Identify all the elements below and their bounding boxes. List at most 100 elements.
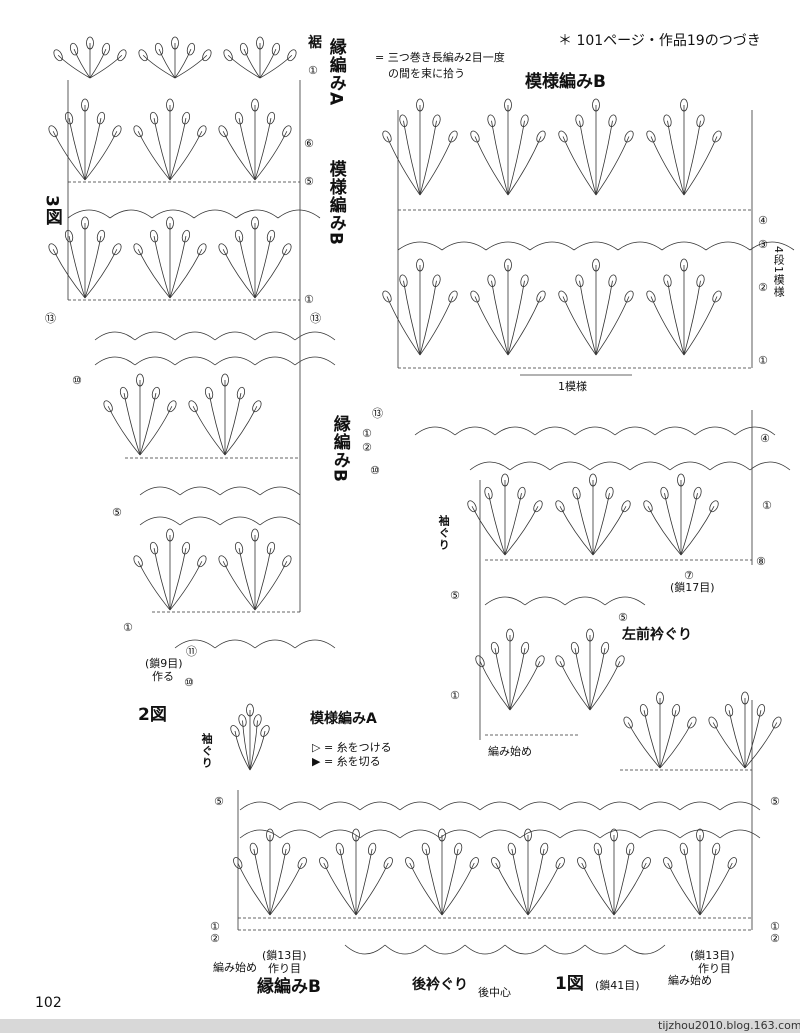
label-kusari17: (鎖17目) [670,581,715,594]
stitch-stroke [249,720,258,771]
stitch-loop [149,111,159,125]
shell-fan-motif [133,528,207,611]
chain-arc [259,516,301,526]
stitch-loop [696,274,705,288]
stitch-stroke [509,648,526,711]
stitch-stroke [699,862,733,916]
stitch-loop [624,290,634,303]
shell-fan-motif [319,828,393,916]
stitch-loop [641,857,651,869]
stitch-loop [181,229,191,243]
shell-fan-motif [223,36,297,79]
stitch-loop [501,473,509,487]
stitch-loop [48,125,58,138]
stitch-loop [475,655,485,668]
stitch-loop [623,716,633,729]
row-mark-1i: ① [770,920,780,933]
stitch-loop [166,98,174,112]
chain-arc [669,461,711,471]
stitch-loop [520,274,529,288]
shell-fan-motif [230,703,270,771]
stitch-stroke [355,862,389,916]
chain-arc [439,801,481,811]
row-mark-1d: ① [758,354,768,367]
chain-arc [399,801,441,811]
stitch-loop [570,641,580,655]
stitch-stroke [659,710,677,769]
stitch-stroke [419,136,454,196]
stitch-stroke [254,249,288,299]
shell-fan-motif [138,36,212,79]
stitch-loop [167,400,177,413]
stitch-loop [133,555,143,568]
row-mark-1h: ① [210,920,220,933]
stitch-loop [592,98,600,112]
stitch-stroke [84,118,102,181]
stitch-loop [592,258,600,272]
stitch-loop [626,842,635,856]
label-fuchi-b-right: 縁編みB [329,415,350,483]
chain-arc [524,596,566,606]
stitch-stroke [507,280,525,356]
stitch-stroke [683,296,718,356]
stitch-loop [260,725,270,737]
shell-fan-motif [646,258,722,356]
label-yondan: 4段1模様 [772,246,786,298]
chain-arc [174,356,216,366]
row-mark-2d: ② [770,932,780,945]
stitch-loop [491,857,501,869]
stitch-loop [772,716,782,729]
label-fuchi-a: 縁編みA [325,38,346,107]
row-mark-10c: ⑩ [370,464,380,477]
stitch-loop [335,842,344,856]
stitch-loop [724,703,734,717]
stitch-stroke [627,722,661,769]
chain-arc [399,829,441,839]
chain-arc-row [397,241,795,251]
stitch-stroke [527,848,545,916]
legend-attach: ▷ = 糸をつける [312,741,392,754]
stitch-loop [555,655,565,668]
stitch-loop [712,290,722,303]
stitch-stroke [613,862,647,916]
stitch-stroke [595,136,630,196]
stitch-loop [238,714,247,727]
stitch-stroke [169,131,203,181]
stitch-stroke [491,280,509,356]
stitch-stroke [409,862,443,916]
stitch-stroke [169,249,203,299]
shell-fan-motif [103,373,177,456]
stitch-stroke [259,54,293,79]
stitch-loop [487,274,496,288]
stitch-loop [438,828,446,842]
stitch-loop [197,555,207,568]
stitch-loop [646,130,656,143]
stitch-stroke [89,48,107,79]
stitch-stroke [643,710,661,769]
shell-fan-motif [382,258,458,356]
chain-arc [235,209,279,219]
stitch-loop [382,130,392,143]
label-sodeguri-left: 袖ぐり [200,733,214,769]
stitch-stroke [153,548,171,611]
chain-arc [679,801,721,811]
stitch-stroke [491,120,509,196]
label-moyou-b-left: 模様編みB [325,160,346,246]
chain-arc [519,801,561,811]
stitch-loop [558,290,568,303]
chain-arc [193,209,237,219]
stitch-stroke [153,236,171,299]
stitch-loop [517,486,526,500]
shell-fan-motif [53,36,127,79]
stitch-loop [112,125,122,138]
chain-arc-row [139,486,301,496]
stitch-loop [558,130,568,143]
chain-arc [67,209,111,219]
stitch-loop [138,49,148,62]
stitch-loop [64,229,74,243]
label-moyou-a: 模様編みA [310,711,377,727]
stitch-stroke [254,131,288,181]
stitch-loop [608,114,617,128]
stitch-loop [319,857,329,869]
